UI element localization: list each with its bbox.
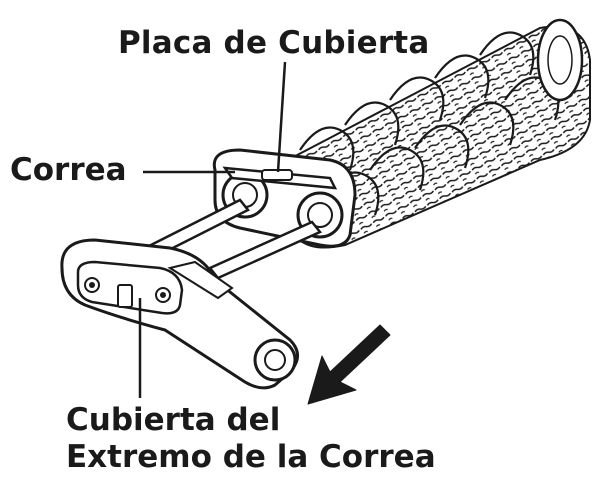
- belt-housing: [212, 148, 357, 248]
- label-belt-end-cover-line2: Extremo de la Correa: [66, 439, 436, 475]
- arrow-down-left-icon: [307, 324, 391, 405]
- label-belt: Correa: [10, 152, 127, 188]
- leader-cover-plate: [276, 61, 287, 173]
- callout-lines: [138, 61, 287, 398]
- belt-end-cover: [60, 238, 299, 390]
- label-belt-end-cover-line1: Cubierta del: [66, 402, 281, 438]
- label-cover-plate: Placa de Cubierta: [118, 25, 430, 61]
